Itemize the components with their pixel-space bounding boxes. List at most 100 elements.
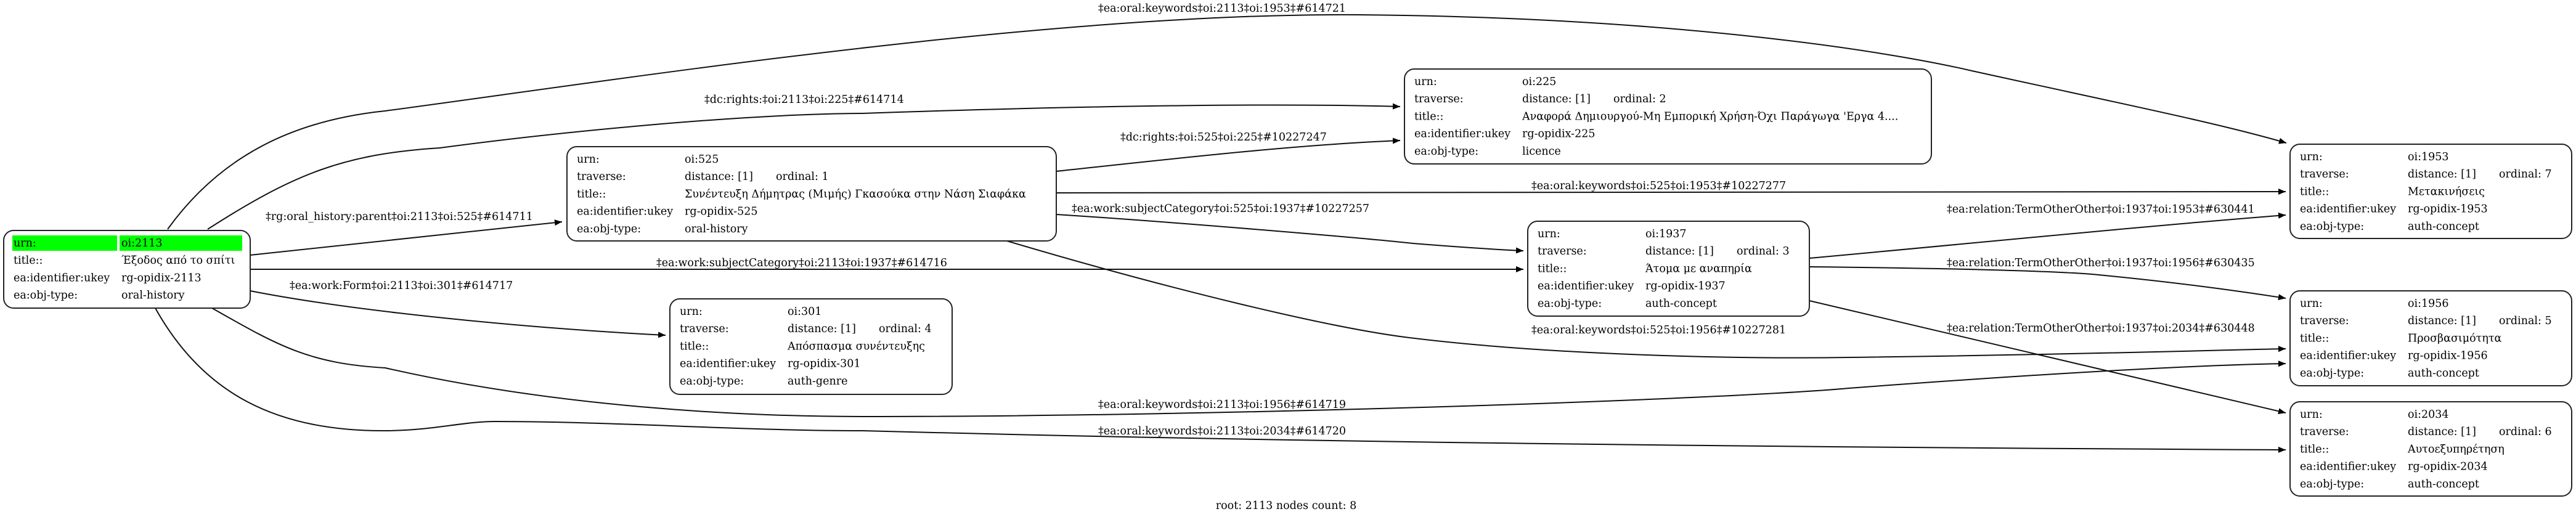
- edge-line[interactable]: [167, 14, 2287, 230]
- node-field-label: urn:: [1538, 228, 1560, 240]
- node-box[interactable]: [2289, 144, 2572, 239]
- node-box[interactable]: [1527, 221, 1810, 317]
- edge: ‡ea:work:Form‡oi:2113‡oi:301‡#614717: [250, 280, 666, 338]
- node-field-value: rg-opidix-525: [685, 206, 758, 218]
- node-field-value: auth-concept: [2408, 478, 2479, 491]
- node-field-value: Άτομα με αναπηρία: [1645, 263, 1752, 275]
- node-field-value: rg-opidix-1956: [2408, 350, 2488, 362]
- edge: ‡ea:oral:keywords‡oi:525‡oi:1953‡#102272…: [1056, 180, 2286, 195]
- node-field-value: oral-history: [685, 223, 748, 235]
- node-field-label: ea:identifier:ukey: [1538, 280, 1634, 293]
- node-field-value: oi:225: [1522, 76, 1556, 88]
- node-field-label: traverse:: [680, 323, 729, 335]
- node-field-value: Απόσπασμα συνέντευξης: [787, 340, 925, 352]
- edge-label: ‡ea:oral:keywords‡oi:2113‡oi:1953‡#61472…: [1098, 2, 1346, 15]
- node-field-label: urn:: [680, 306, 703, 318]
- node-field-value: distance: [1]: [685, 171, 753, 183]
- node-field-label: title::: [1538, 263, 1567, 275]
- edge-line[interactable]: [1056, 214, 1524, 254]
- node-field-value: oi:1953: [2408, 151, 2449, 163]
- node-field-label: title::: [680, 340, 709, 352]
- node-field-label: ea:obj-type:: [1414, 145, 1478, 158]
- edge-line[interactable]: [1809, 266, 2286, 301]
- node-field-label: traverse:: [1414, 93, 1464, 105]
- node-field-value: auth-concept: [1645, 298, 1717, 310]
- edge: ‡ea:relation:TermOtherOther‡oi:1937‡oi:1…: [1809, 257, 2286, 301]
- edge: ‡ea:work:subjectCategory‡oi:2113‡oi:1937…: [250, 257, 1523, 272]
- node-field-value: auth-concept: [2408, 367, 2479, 380]
- node-box[interactable]: [2289, 290, 2572, 386]
- edge-label: ‡ea:oral:keywords‡oi:2113‡oi:1956‡#61471…: [1098, 399, 1346, 411]
- node-field-label: urn:: [2300, 151, 2323, 163]
- edge-line[interactable]: [1006, 240, 2286, 359]
- node-field-value: rg-opidix-301: [788, 358, 861, 370]
- node-field-label: ea:obj-type:: [2300, 221, 2364, 233]
- edge-label: ‡ea:oral:keywords‡oi:2113‡oi:2034‡#61472…: [1098, 425, 1346, 438]
- node-field-value: auth-genre: [788, 375, 847, 388]
- node-field-value: oi:2034: [2408, 409, 2449, 421]
- edge-line[interactable]: [1056, 189, 2286, 195]
- edge-line[interactable]: [250, 219, 563, 256]
- node-field-value: Αναφορά Δημιουργού-Μη Εμπορική Χρήση-Όχι…: [1522, 110, 1898, 123]
- node-box[interactable]: [1404, 68, 1932, 165]
- node-field-value: oral-history: [121, 290, 185, 302]
- node-field-label: ea:obj-type:: [2300, 478, 2364, 491]
- edge-line[interactable]: [1809, 300, 2286, 415]
- node-field-value: Έξοδος από το σπίτι: [121, 254, 235, 267]
- edge-line[interactable]: [1809, 212, 2286, 259]
- node-field-label: urn:: [577, 153, 600, 166]
- edge-label: ‡ea:relation:TermOtherOther‡oi:1937‡oi:1…: [1947, 257, 2255, 269]
- node-field-label: ea:identifier:ukey: [680, 358, 776, 370]
- edge-label: ‡dc:rights:‡oi:525‡oi:225‡#10227247: [1120, 131, 1327, 144]
- node-field-value: oi:2113: [121, 237, 163, 250]
- node-field-label: ea:identifier:ukey: [1414, 128, 1510, 140]
- edge-line[interactable]: [211, 307, 2286, 418]
- edge-label: ‡ea:oral:keywords‡oi:525‡oi:1953‡#102272…: [1531, 180, 1786, 192]
- node-box[interactable]: [669, 298, 953, 395]
- edge-line[interactable]: [155, 307, 2286, 453]
- node-box[interactable]: [566, 146, 1057, 242]
- highlight-cell: [120, 235, 242, 251]
- highlight-cell: [12, 235, 117, 251]
- edge: ‡ea:oral:keywords‡oi:2113‡oi:2034‡#61472…: [155, 307, 2286, 453]
- node-field-value: Αυτοεξυπηρέτηση: [2407, 443, 2505, 455]
- node-ordinal: ordinal: 1: [776, 171, 829, 183]
- edge-line[interactable]: [1056, 137, 1401, 172]
- node-field-value: Προσβασιμότητα: [2408, 332, 2502, 344]
- node-field-value: auth-concept: [2408, 221, 2479, 233]
- edge-label: ‡ea:relation:TermOtherOther‡oi:1937‡oi:2…: [1947, 322, 2255, 335]
- node-field-label: ea:identifier:ukey: [14, 272, 110, 284]
- edge: ‡dc:rights:‡oi:525‡oi:225‡#10227247: [1056, 131, 1401, 172]
- edge-line[interactable]: [207, 103, 1401, 230]
- node-field-label: title::: [2300, 332, 2329, 344]
- node-field-value: distance: [1]: [788, 323, 856, 335]
- node-field-label: traverse:: [2300, 315, 2349, 327]
- node-field-label: ea:identifier:ukey: [2300, 461, 2396, 473]
- edge-label: ‡ea:work:subjectCategory‡oi:525‡oi:1937‡…: [1072, 203, 1369, 215]
- node-field-label: ea:obj-type:: [680, 375, 744, 388]
- node-field-label: ea:obj-type:: [1538, 298, 1602, 310]
- edge-label: ‡ea:relation:TermOtherOther‡oi:1937‡oi:1…: [1947, 203, 2255, 216]
- edge-label: ‡rg:oral_history:parent‡oi:2113‡oi:525‡#…: [266, 211, 533, 223]
- edges: ‡ea:oral:keywords‡oi:2113‡oi:1953‡#61472…: [155, 2, 2287, 453]
- node-box[interactable]: [2289, 401, 2572, 497]
- edge: ‡ea:relation:TermOtherOther‡oi:1937‡oi:1…: [1809, 203, 2286, 259]
- node-field-label: traverse:: [2300, 426, 2349, 438]
- node-field-label: traverse:: [577, 171, 626, 183]
- node-field-label: ea:obj-type:: [2300, 367, 2364, 380]
- edge-line[interactable]: [250, 290, 666, 338]
- node-field-value: oi:1937: [1645, 228, 1687, 240]
- edge: ‡rg:oral_history:parent‡oi:2113‡oi:525‡#…: [250, 211, 563, 256]
- node-field-label: title::: [2300, 443, 2329, 455]
